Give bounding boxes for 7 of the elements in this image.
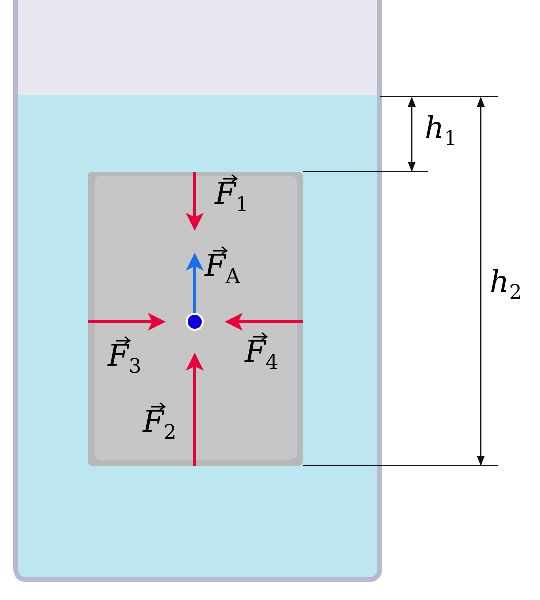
force-label: F$_{2}$ <box>143 408 177 442</box>
force-label: F$_{3}$ <box>108 342 142 376</box>
force-label: F$_{A}$ <box>205 252 240 286</box>
force-label: F$_{4}$ <box>245 338 279 372</box>
force-label: F$_{1}$ <box>215 180 249 214</box>
height-label: h$_{1}$ <box>425 114 458 148</box>
height-label: h$_{2}$ <box>490 268 522 302</box>
